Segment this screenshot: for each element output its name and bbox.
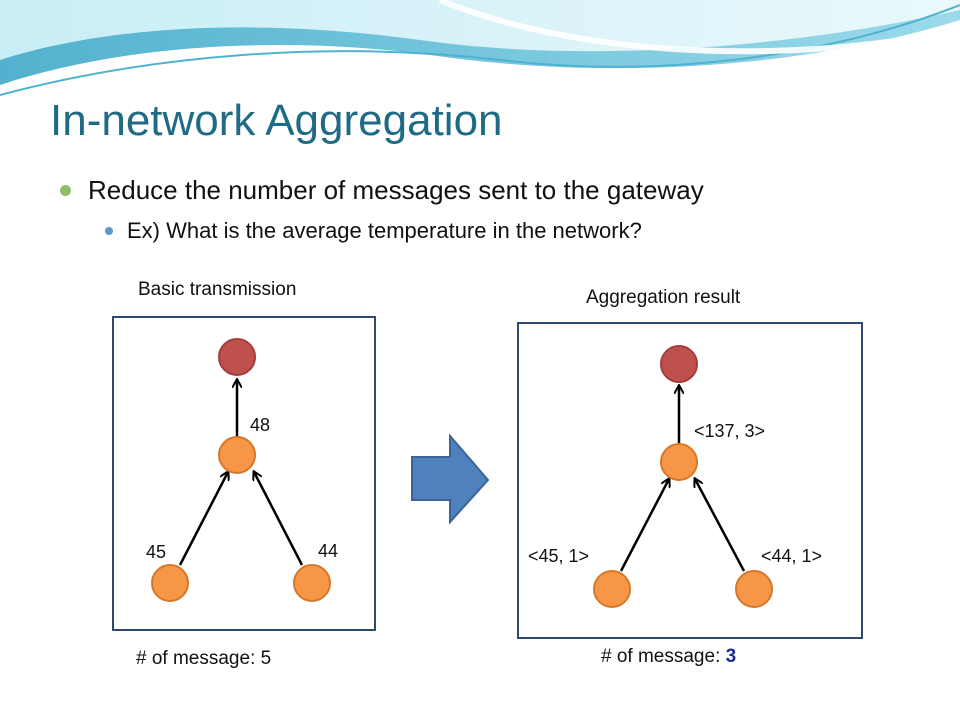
right-edge-right-label: <44, 1> <box>761 546 823 566</box>
right-edge-top-label: <137, 3> <box>694 421 766 441</box>
sensor-node <box>151 564 189 602</box>
left-edge-right <box>254 472 304 566</box>
left-edge-left <box>178 472 228 566</box>
right-arrow-icon <box>411 433 490 525</box>
right-edge-left <box>619 479 669 572</box>
right-message-count: # of message: 3 <box>601 646 736 668</box>
right-message-count-label: # of message: <box>601 646 726 667</box>
bullet-sub-text: Ex) What is the average temperature in t… <box>127 218 642 243</box>
left-edge-top-label: 48 <box>250 415 271 435</box>
sensor-node <box>735 570 773 608</box>
sensor-node <box>293 564 331 602</box>
bullet-dot-icon <box>60 185 71 196</box>
right-message-count-value: 3 <box>725 646 737 667</box>
right-edge-left-label: <45, 1> <box>528 546 590 566</box>
bullet-dot-icon <box>105 227 113 235</box>
header-waves <box>0 0 960 96</box>
sensor-node <box>593 570 631 608</box>
left-edge-left-label: 45 <box>146 542 167 562</box>
gateway-node <box>218 338 256 376</box>
left-caption: Basic transmission <box>138 279 297 300</box>
left-edge-right-label: 44 <box>318 541 339 561</box>
sensor-node <box>218 436 256 474</box>
gateway-node <box>660 345 698 383</box>
bullet-main-text: Reduce the number of messages sent to th… <box>88 175 704 205</box>
slide-title: In-network Aggregation <box>50 96 503 145</box>
right-caption: Aggregation result <box>586 287 741 308</box>
right-edge-right <box>695 479 746 572</box>
left-panel-frame <box>112 316 376 631</box>
left-message-count: # of message: 5 <box>136 648 272 669</box>
right-panel-frame <box>517 322 863 639</box>
sensor-node <box>660 443 698 481</box>
